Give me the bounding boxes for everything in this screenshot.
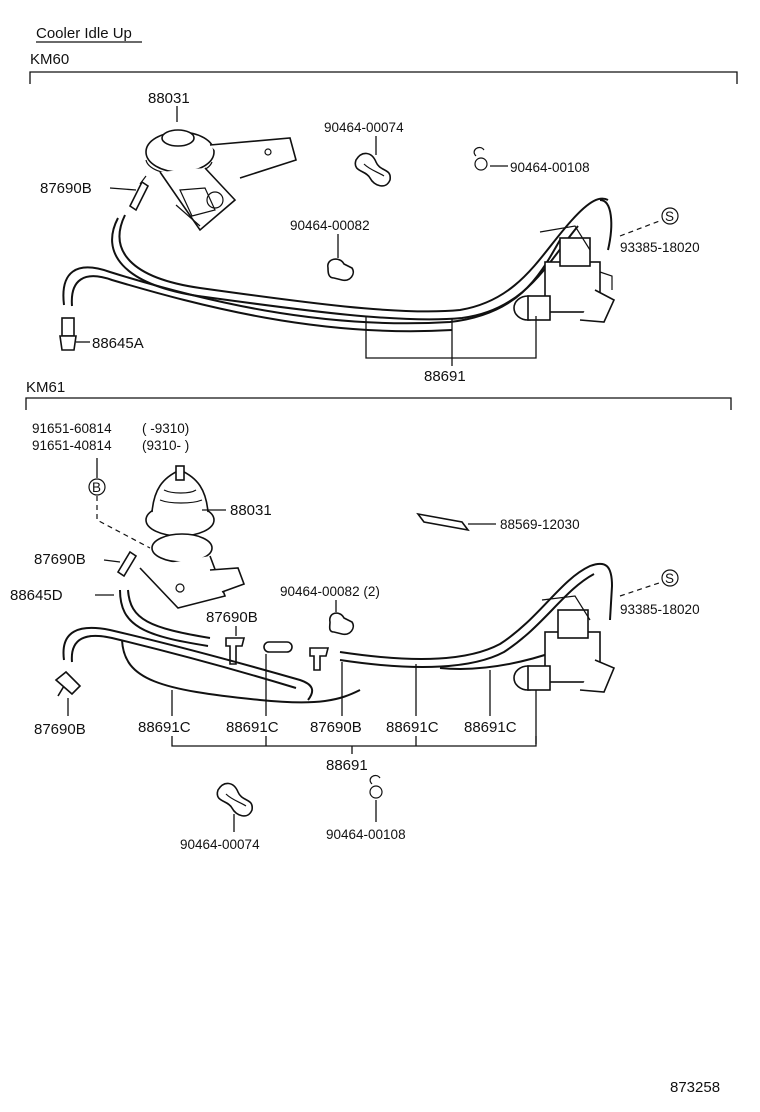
km60-clamp-b bbox=[473, 146, 488, 171]
km61-hose-d bbox=[121, 639, 361, 704]
km60-hose-bracket bbox=[365, 316, 537, 359]
km61-hose-c2-label: 88691C bbox=[226, 719, 279, 736]
km60-fitting bbox=[59, 317, 77, 351]
km61-screw-label: 93385-18020 bbox=[620, 602, 700, 617]
km61-bolt-2-range: (9310- ) bbox=[142, 438, 189, 453]
km61-actuator-label: 88031 bbox=[230, 502, 272, 519]
km61-connector-upper-label: 87690B bbox=[34, 551, 86, 568]
km60-clamp-c-label: 90464-00082 bbox=[290, 218, 370, 233]
km60-hose-lower bbox=[62, 239, 561, 325]
km60-clamp-a-label: 90464-00074 bbox=[324, 120, 404, 135]
km60-screw-leader bbox=[619, 219, 663, 237]
km61-hose-c3-label: 88691C bbox=[386, 719, 439, 736]
km61-bolt-dash bbox=[96, 496, 151, 549]
km61-bolt-1-label: 91651-60814 bbox=[32, 421, 112, 436]
km61-clamp-a bbox=[216, 782, 253, 817]
km61-screw-leader bbox=[619, 581, 663, 597]
km60-hose-upper bbox=[118, 197, 609, 313]
km60-clamp-b-label: 90464-00108 bbox=[510, 160, 590, 175]
km60-hose-label: 88691 bbox=[424, 368, 466, 385]
km61-bolt-marker: B bbox=[88, 478, 106, 496]
km61-connector-lower-left-label: 87690B bbox=[34, 721, 86, 738]
km60-connector-leader bbox=[109, 187, 137, 191]
km61-bracket bbox=[25, 397, 732, 410]
km61-clamp-c-label: 90464-00082 (2) bbox=[280, 584, 380, 599]
km61-bolt-1-range: ( -9310) bbox=[142, 421, 189, 436]
km61-hose-a bbox=[127, 589, 211, 639]
km61-clamp-b bbox=[369, 774, 383, 799]
km60-screw-marker: S bbox=[661, 207, 679, 225]
km61-connector-mid-right bbox=[309, 647, 330, 671]
svg-text:B: B bbox=[92, 480, 101, 495]
km61-hose-c bbox=[62, 626, 314, 701]
km60-connector-label: 87690B bbox=[40, 180, 92, 197]
km61-vsv bbox=[513, 595, 616, 693]
km61-short-hose bbox=[263, 641, 293, 653]
km61-screw-marker: S bbox=[661, 569, 679, 587]
km60-clamp-a bbox=[354, 152, 391, 187]
km61-clamp-b-label: 90464-00108 bbox=[326, 827, 406, 842]
km60-hose-right bbox=[599, 199, 613, 251]
km61-bolt-2-label: 91651-40814 bbox=[32, 438, 112, 453]
km61-hose-c-inner bbox=[70, 634, 297, 689]
km61-clamp-c bbox=[328, 612, 355, 636]
km61-connector-lower-left bbox=[54, 670, 82, 697]
km60-hose-lower-inner bbox=[70, 275, 453, 333]
km61-hose-b bbox=[339, 562, 614, 660]
svg-text:S: S bbox=[665, 571, 674, 586]
km61-connector-mid-left-label: 87690B bbox=[206, 609, 258, 626]
km60-actuator-label: 88031 bbox=[148, 90, 190, 107]
km61-hose-b-inner bbox=[339, 573, 595, 668]
km61-hose-label: 88691 bbox=[326, 757, 368, 774]
km61-label-plate-label: 88569-12030 bbox=[500, 517, 580, 532]
km61-connector-mid-left bbox=[225, 637, 246, 665]
km61-connector-upper-leader bbox=[103, 559, 121, 563]
km61-connector-upper bbox=[116, 550, 138, 578]
km60-screw-label: 93385-18020 bbox=[620, 240, 700, 255]
km61-connector-bottom-label: 87690B bbox=[310, 719, 362, 736]
figure-number: 873258 bbox=[670, 1079, 720, 1096]
km61-fitting-label: 88645D bbox=[10, 587, 63, 604]
section-label-km60: KM60 bbox=[30, 51, 69, 68]
km60-actuator bbox=[145, 129, 297, 232]
km61-actuator bbox=[139, 465, 246, 609]
km61-label-plate bbox=[416, 512, 470, 532]
km60-vsv-connector bbox=[128, 175, 150, 212]
km60-bracket bbox=[29, 71, 738, 84]
section-label-km61: KM61 bbox=[26, 379, 65, 396]
km61-hose-c1-label: 88691C bbox=[138, 719, 191, 736]
km61-clamp-a-label: 90464-00074 bbox=[180, 837, 260, 852]
km61-hose-bracket bbox=[171, 736, 537, 747]
km60-fitting-label: 88645A bbox=[92, 335, 144, 352]
km60-vsv bbox=[513, 225, 616, 323]
km60-clamp-c bbox=[327, 258, 355, 282]
diagram-title: Cooler Idle Up bbox=[36, 25, 132, 42]
km61-hose-c4-label: 88691C bbox=[464, 719, 517, 736]
km61-hose-a-inner bbox=[119, 589, 209, 647]
svg-text:S: S bbox=[665, 209, 674, 224]
